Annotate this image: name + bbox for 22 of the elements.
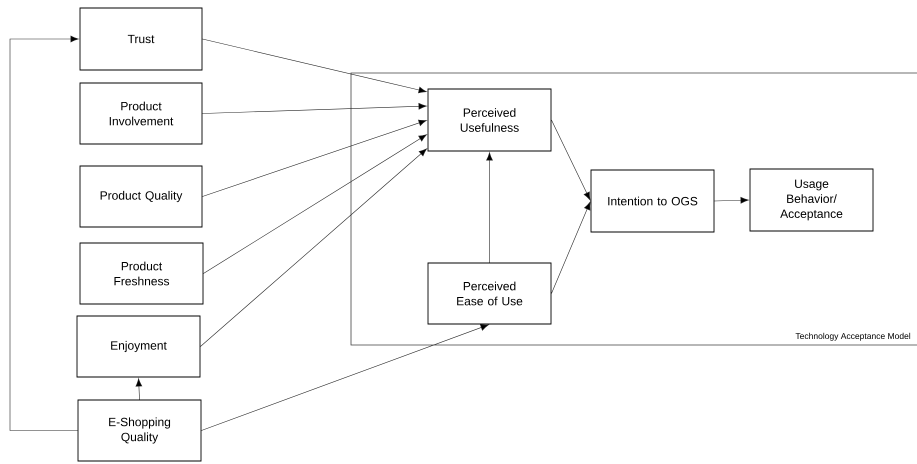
arrow: [202, 38, 427, 94]
concept-box: Perceived Ease of Use: [428, 262, 552, 324]
concept-box: Product Freshness: [80, 242, 204, 304]
concept-box: E-Shopping Quality: [78, 400, 202, 462]
concept-box: Enjoyment: [76, 316, 200, 378]
concept-box: Trust: [80, 8, 202, 70]
arrow: [486, 152, 493, 263]
arrow: [202, 103, 427, 114]
arrow: [202, 120, 427, 197]
arrow: [201, 324, 489, 431]
arrow: [203, 134, 427, 274]
arrow: [551, 202, 590, 294]
concept-box: Product Involvement: [80, 82, 202, 144]
arrow: [200, 148, 427, 347]
arrow: [136, 378, 142, 400]
concept-box: Usage Behavior/ Acceptance: [750, 168, 874, 232]
concept-box: Product Quality: [80, 166, 202, 228]
concept-box: Perceived Usefulness: [428, 88, 552, 152]
concept-box: Intention to OGS: [590, 170, 714, 232]
arrow: [551, 120, 590, 200]
arrow: [714, 196, 749, 204]
arrow: [10, 36, 79, 431]
